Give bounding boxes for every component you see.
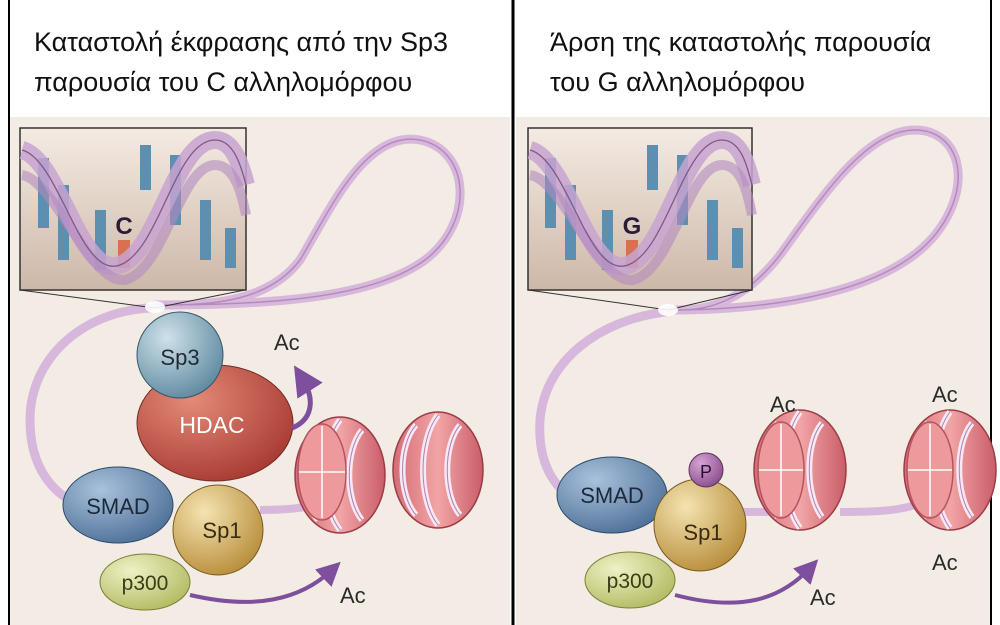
base-pair [732, 228, 743, 268]
acetyl-label: Ac [770, 392, 796, 417]
panel-right-title-line2: του G αλληλομόρφου [550, 62, 990, 102]
panel-right-title-line1: Άρση της καταστολής παρουσία [550, 22, 990, 62]
allele-c-label: C [115, 213, 132, 240]
acetyl-label: Ac [340, 583, 366, 608]
dna-inset-c [20, 128, 246, 290]
panel-left-title: Καταστολή έκφρασης από την Sp3 παρουσία … [34, 22, 504, 102]
acetyl-label: Ac [932, 382, 958, 407]
allele-g-label: G [623, 213, 642, 240]
panel-left-title-line1: Καταστολή έκφρασης από την Sp3 [34, 22, 504, 62]
acetyl-label: Ac [274, 330, 300, 355]
base-pair [200, 200, 211, 260]
acetyl-label: Ac [932, 550, 958, 575]
sp3-label: Sp3 [160, 345, 199, 370]
histone-core-face [298, 424, 346, 520]
sp1-label: Sp1 [202, 518, 241, 543]
panel-left-title-line2: παρουσία του C αλληλομόρφου [34, 62, 504, 102]
acetyl-label: Ac [810, 585, 836, 610]
nucleosome [393, 412, 483, 528]
base-pair [707, 200, 718, 260]
base-pair [225, 228, 236, 268]
base-pair [140, 145, 151, 190]
p300-label: p300 [607, 570, 654, 593]
smad-label: SMAD [580, 483, 644, 508]
base-pair [647, 145, 658, 190]
dna-inset-g [528, 128, 752, 290]
smad-label: SMAD [86, 494, 150, 519]
binding-site [145, 301, 165, 313]
nucleosome [754, 410, 846, 530]
sp1-label: Sp1 [683, 520, 722, 545]
phosphate-label: P [700, 462, 712, 482]
nucleosome [904, 410, 996, 530]
p300-label: p300 [122, 572, 169, 595]
hdac-label: HDAC [179, 412, 244, 438]
binding-site [658, 304, 678, 316]
panel-right-title: Άρση της καταστολής παρουσία του G αλληλ… [550, 22, 990, 102]
